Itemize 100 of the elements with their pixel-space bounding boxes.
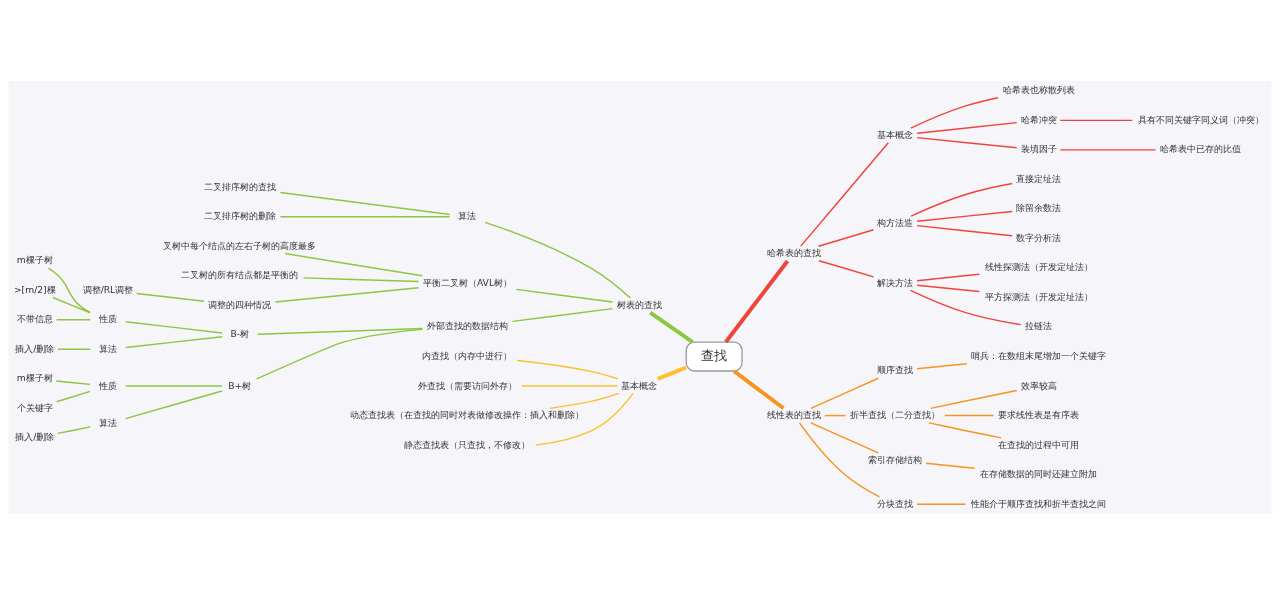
node-text: 除留余数法: [1016, 201, 1062, 213]
node-text: 基本概念: [877, 128, 914, 140]
connector: [521, 384, 618, 387]
connector: [256, 327, 424, 335]
connector: [916, 224, 1013, 236]
connector: [55, 318, 91, 321]
node-text: 线性探测法（开发定址法）: [984, 260, 1093, 272]
node-box: 查找: [685, 340, 743, 372]
connector: [925, 462, 976, 469]
connector: [515, 288, 614, 303]
connector: [817, 228, 875, 247]
node-text: 解决方法: [877, 275, 914, 287]
connector: [279, 191, 451, 215]
node-text: 哨兵：在数组末尾增加一个关键字: [971, 349, 1107, 361]
connector: [944, 414, 995, 416]
node-text: 在存储数据的同时还建立附加: [980, 467, 1098, 479]
connector: [52, 296, 91, 313]
connector: [928, 421, 1002, 439]
connector: [484, 221, 631, 299]
connector: [916, 121, 1018, 134]
node-text: 插入/删除: [15, 342, 55, 354]
node-text: 具有不同关键字同义词（冲突）: [1137, 113, 1264, 125]
node-text: B+树: [228, 379, 252, 390]
node-text: 二叉排序树的查找: [203, 180, 276, 192]
node-text: 效率较高: [1020, 379, 1057, 390]
connector: [516, 359, 619, 379]
node-text: 动态查找表（在查找的同时对表做修改操作：插入和删除）: [350, 408, 585, 420]
node-text: 静态查找表（只查找，不修改）: [404, 438, 531, 450]
connector: [916, 502, 967, 505]
node-text: 插入/删除: [15, 430, 55, 442]
connector: [910, 182, 1013, 217]
connector: [798, 421, 881, 498]
node-text: 调整的四种情况: [208, 298, 272, 310]
node-text: >[m/2]棵: [13, 283, 56, 295]
connector: [818, 259, 875, 278]
connector: [649, 310, 694, 344]
connector: [284, 252, 423, 277]
connector: [57, 425, 91, 434]
node-text: 要求线性表是有序表: [998, 408, 1080, 420]
node-text: 性质: [98, 312, 117, 324]
connector: [732, 368, 785, 410]
connector: [274, 286, 420, 303]
connector: [302, 276, 420, 282]
connector: [910, 96, 999, 129]
node-text: 算法: [98, 416, 117, 428]
connector: [47, 266, 91, 313]
node-text: 不带信息: [16, 312, 53, 324]
node-text: m棵子树: [16, 253, 53, 265]
connector: [124, 320, 223, 334]
connector: [916, 362, 968, 370]
node-text: m棵子树: [16, 371, 53, 383]
connector: [810, 421, 879, 454]
node-text: 算法: [98, 342, 117, 354]
connector: [909, 289, 1022, 325]
node-text: 外部查找的数据结构: [426, 319, 508, 331]
node-text: 顺序查找: [877, 363, 914, 375]
node-text: 二叉树的所有结点都是平衡的: [181, 268, 299, 280]
connector: [549, 392, 620, 409]
node-text: 构方法造: [877, 216, 914, 228]
connector: [511, 307, 614, 322]
node-text: 外查找（需要访问外存）: [417, 379, 517, 390]
node-text: 拉链法: [1025, 319, 1053, 331]
node-text: 哈希表的查找: [766, 246, 821, 258]
connector: [810, 377, 879, 409]
connector: [57, 348, 91, 350]
node-text: 个关键字: [16, 401, 53, 413]
node-text: 折半查找（二分查找）: [850, 408, 941, 420]
node-text: 哈希表中已存的比值: [1160, 142, 1242, 154]
node-text: 二叉排序树的删除: [203, 209, 276, 221]
connector: [657, 365, 687, 381]
connector: [124, 384, 223, 387]
connector: [279, 215, 451, 217]
connector: [824, 414, 847, 416]
connector: [916, 210, 1013, 222]
node-text: 装填因子: [1020, 142, 1057, 154]
node-text: 线性表的查找: [766, 408, 821, 420]
node-text: 哈希冲突: [1020, 113, 1057, 125]
node-text: 算法: [458, 209, 477, 221]
node-text: 数字分析法: [1016, 231, 1062, 243]
node-text: 叉树中每个结点的左右子树的高度最多: [163, 239, 317, 251]
node-text: 性能介于顺序查找和折半查找之间: [971, 497, 1107, 509]
node-text: 性质: [98, 379, 117, 390]
connector: [55, 379, 91, 385]
connector: [916, 272, 981, 282]
node-text: 平衡二叉树（AVL树）: [422, 275, 512, 287]
node-text: 基本概念: [621, 379, 658, 390]
node-text: B-树: [230, 327, 250, 339]
node-text: 在查找的过程中可用: [998, 438, 1080, 450]
connector: [135, 292, 205, 302]
connector: [800, 141, 889, 247]
connector: [55, 390, 91, 403]
node-text: 索引存储结构: [868, 453, 923, 465]
connector: [535, 392, 634, 446]
node-text: 调整/RL调整: [82, 283, 134, 295]
connector: [929, 389, 1018, 409]
connector: [124, 389, 223, 419]
connector: [124, 335, 223, 348]
node-text: 直接定址法: [1016, 172, 1062, 184]
node-text: 平方探测法（开发定址法）: [984, 290, 1093, 302]
node-text: 树表的查找: [616, 298, 662, 310]
